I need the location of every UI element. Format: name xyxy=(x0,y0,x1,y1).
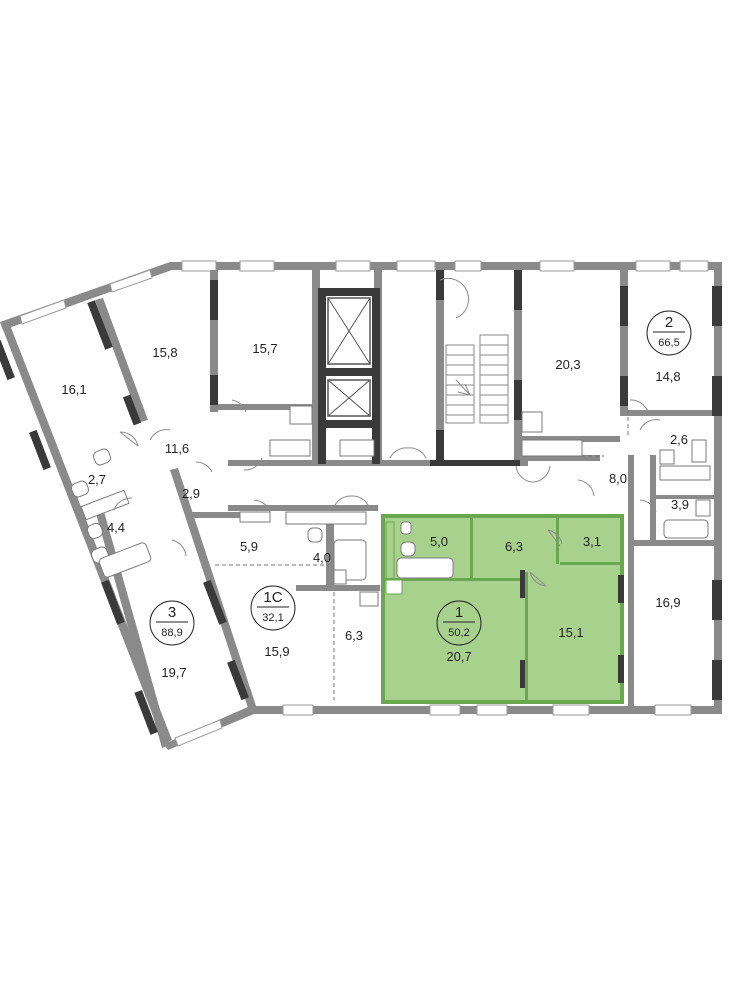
room-labels: 16,1 15,8 15,7 20,3 14,8 11,6 2,7 2,9 4,… xyxy=(61,341,689,680)
room-area-label: 5,9 xyxy=(240,539,258,554)
dashed-divisions xyxy=(215,410,629,700)
bathroom-fixtures xyxy=(70,405,711,607)
room-area-label: 15,1 xyxy=(558,625,583,640)
room-area-label: 2,7 xyxy=(88,472,106,487)
room-area-label: 2,9 xyxy=(182,486,200,501)
room-area-label: 3,9 xyxy=(671,497,689,512)
apartment-badge-2[interactable]: 2 66,5 xyxy=(646,310,692,356)
elevators xyxy=(327,297,371,417)
interior-walls xyxy=(0,270,722,735)
room-area-label: 15,9 xyxy=(264,644,289,659)
room-area-label: 5,0 xyxy=(430,534,448,549)
room-area-label: 15,7 xyxy=(252,341,277,356)
apartment-area: 50,2 xyxy=(448,627,469,639)
apartment-area: 88,9 xyxy=(161,627,182,639)
door-swings xyxy=(113,277,661,557)
room-area-label: 11,6 xyxy=(165,441,189,456)
apartment-badge-3[interactable]: 3 88,9 xyxy=(149,600,195,646)
apartment-area: 32,1 xyxy=(262,612,283,624)
room-area-label: 8,0 xyxy=(609,471,627,486)
apartment-badge-1[interactable]: 1 50,2 xyxy=(436,600,482,646)
staircase xyxy=(445,334,509,424)
apartment-number: 2 xyxy=(665,314,673,331)
room-area-label: 15,8 xyxy=(152,345,177,360)
room-area-label: 4,4 xyxy=(107,520,125,535)
windows-top xyxy=(19,260,709,747)
apartment-area: 66,5 xyxy=(658,337,679,349)
room-area-label: 16,1 xyxy=(61,382,86,397)
room-area-label: 20,3 xyxy=(555,357,580,372)
room-area-label: 20,7 xyxy=(446,649,471,664)
room-area-label: 19,7 xyxy=(161,665,186,680)
room-area-label: 16,9 xyxy=(655,595,680,610)
room-area-label: 14,8 xyxy=(655,369,680,384)
room-area-label: 6,3 xyxy=(345,628,363,643)
apartment-number: 1С xyxy=(263,589,282,606)
room-area-label: 6,3 xyxy=(505,539,523,554)
apartment-number: 3 xyxy=(168,604,176,621)
room-area-label: 4,0 xyxy=(313,550,331,565)
apartment-badge-1c[interactable]: 1С 32,1 xyxy=(250,585,296,631)
room-area-label: 2,6 xyxy=(670,432,688,447)
apartment-1-highlight[interactable] xyxy=(381,514,624,704)
room-area-label: 3,1 xyxy=(583,534,601,549)
apartment-number: 1 xyxy=(455,604,463,621)
